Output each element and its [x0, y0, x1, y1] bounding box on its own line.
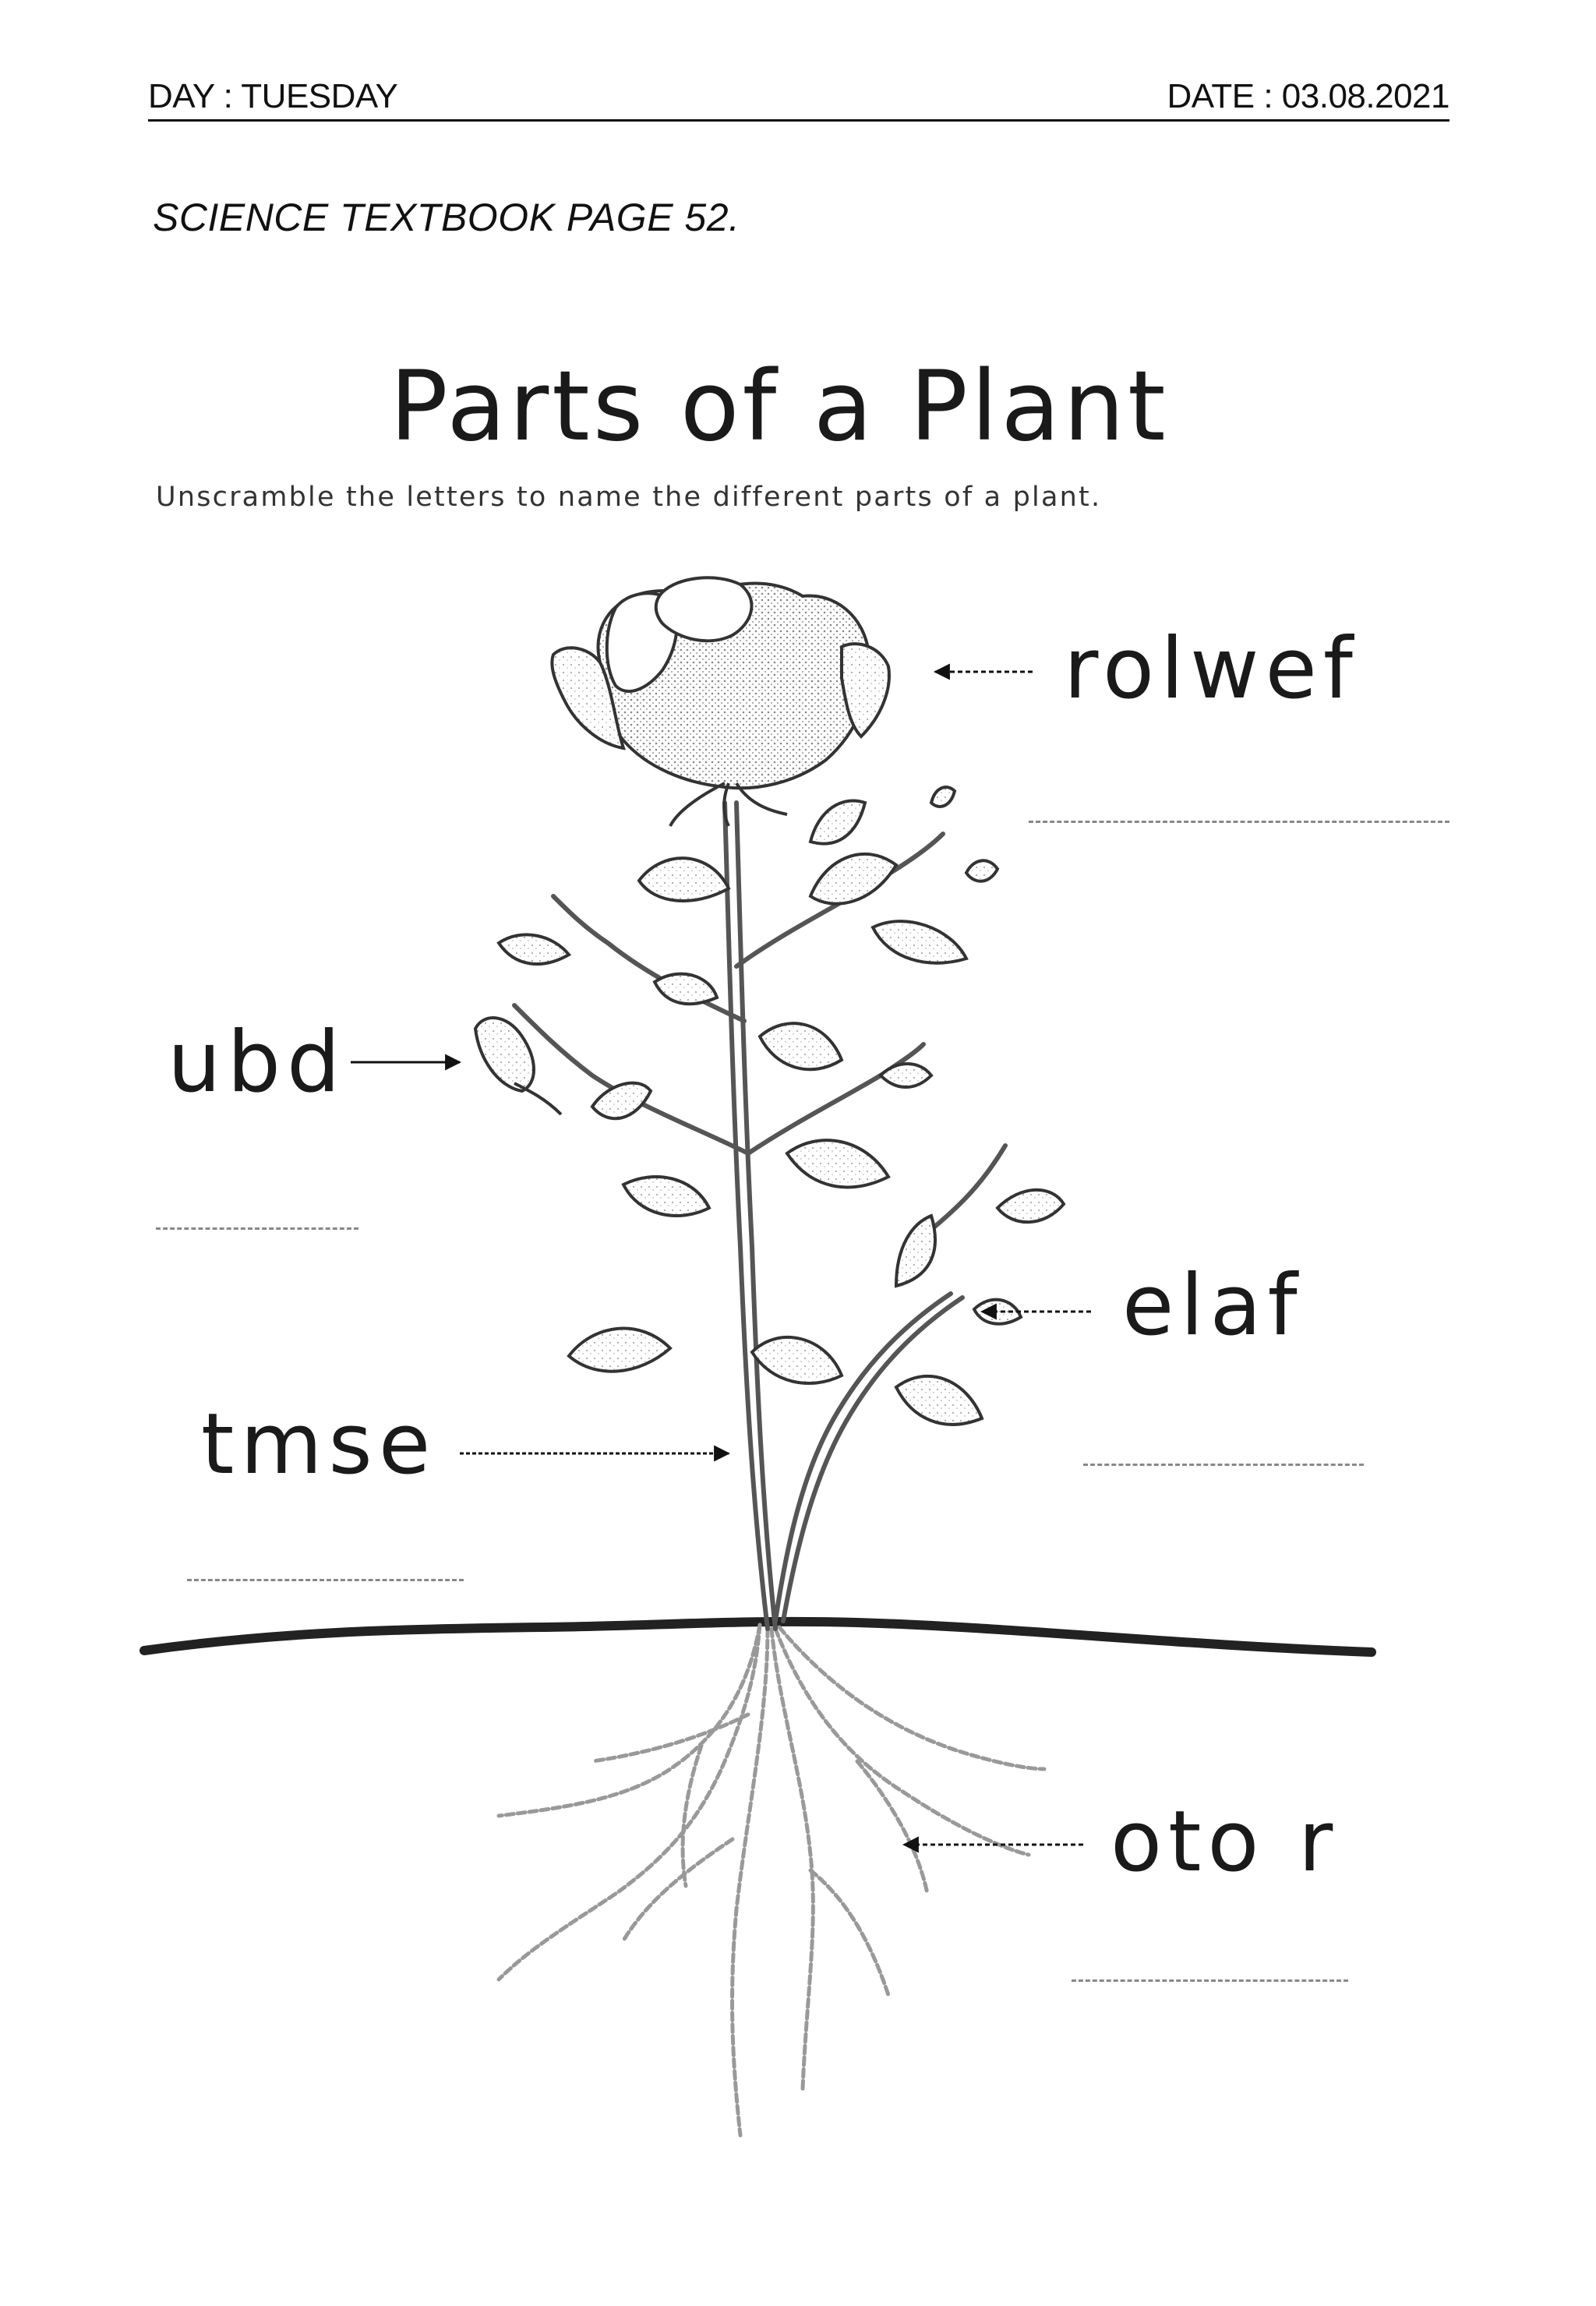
scramble-stem: tmse: [201, 1396, 437, 1493]
roots: [496, 1623, 1047, 2138]
worksheet-title: Parts of a Plant: [390, 351, 1169, 463]
scramble-root: oto r: [1110, 1793, 1340, 1891]
answer-blank-leaf[interactable]: [1083, 1464, 1364, 1466]
header-date: DATE : 03.08.2021: [1167, 77, 1450, 115]
scramble-flower: rolwef: [1064, 620, 1359, 718]
worksheet-instructions: Unscramble the letters to name the diffe…: [156, 482, 1102, 513]
bud: [473, 1016, 563, 1116]
answer-blank-flower[interactable]: [1029, 821, 1449, 823]
scramble-leaf: elaf: [1122, 1257, 1304, 1354]
label-arrows: [351, 663, 1091, 1853]
leaves: [496, 786, 1066, 1426]
textbook-reference: SCIENCE TEXTBOOK PAGE 52.: [153, 196, 740, 239]
flower: [550, 576, 891, 827]
header-line: DAY : TUESDAY DATE : 03.08.2021: [148, 74, 1450, 122]
ground-line: [139, 1616, 1376, 1657]
answer-blank-bud[interactable]: [156, 1227, 358, 1230]
scramble-bud: ubd: [168, 1014, 347, 1111]
answer-blank-root[interactable]: [1072, 1979, 1348, 1982]
answer-blank-stem[interactable]: [187, 1579, 464, 1581]
header-day: DAY : TUESDAY: [148, 77, 398, 115]
